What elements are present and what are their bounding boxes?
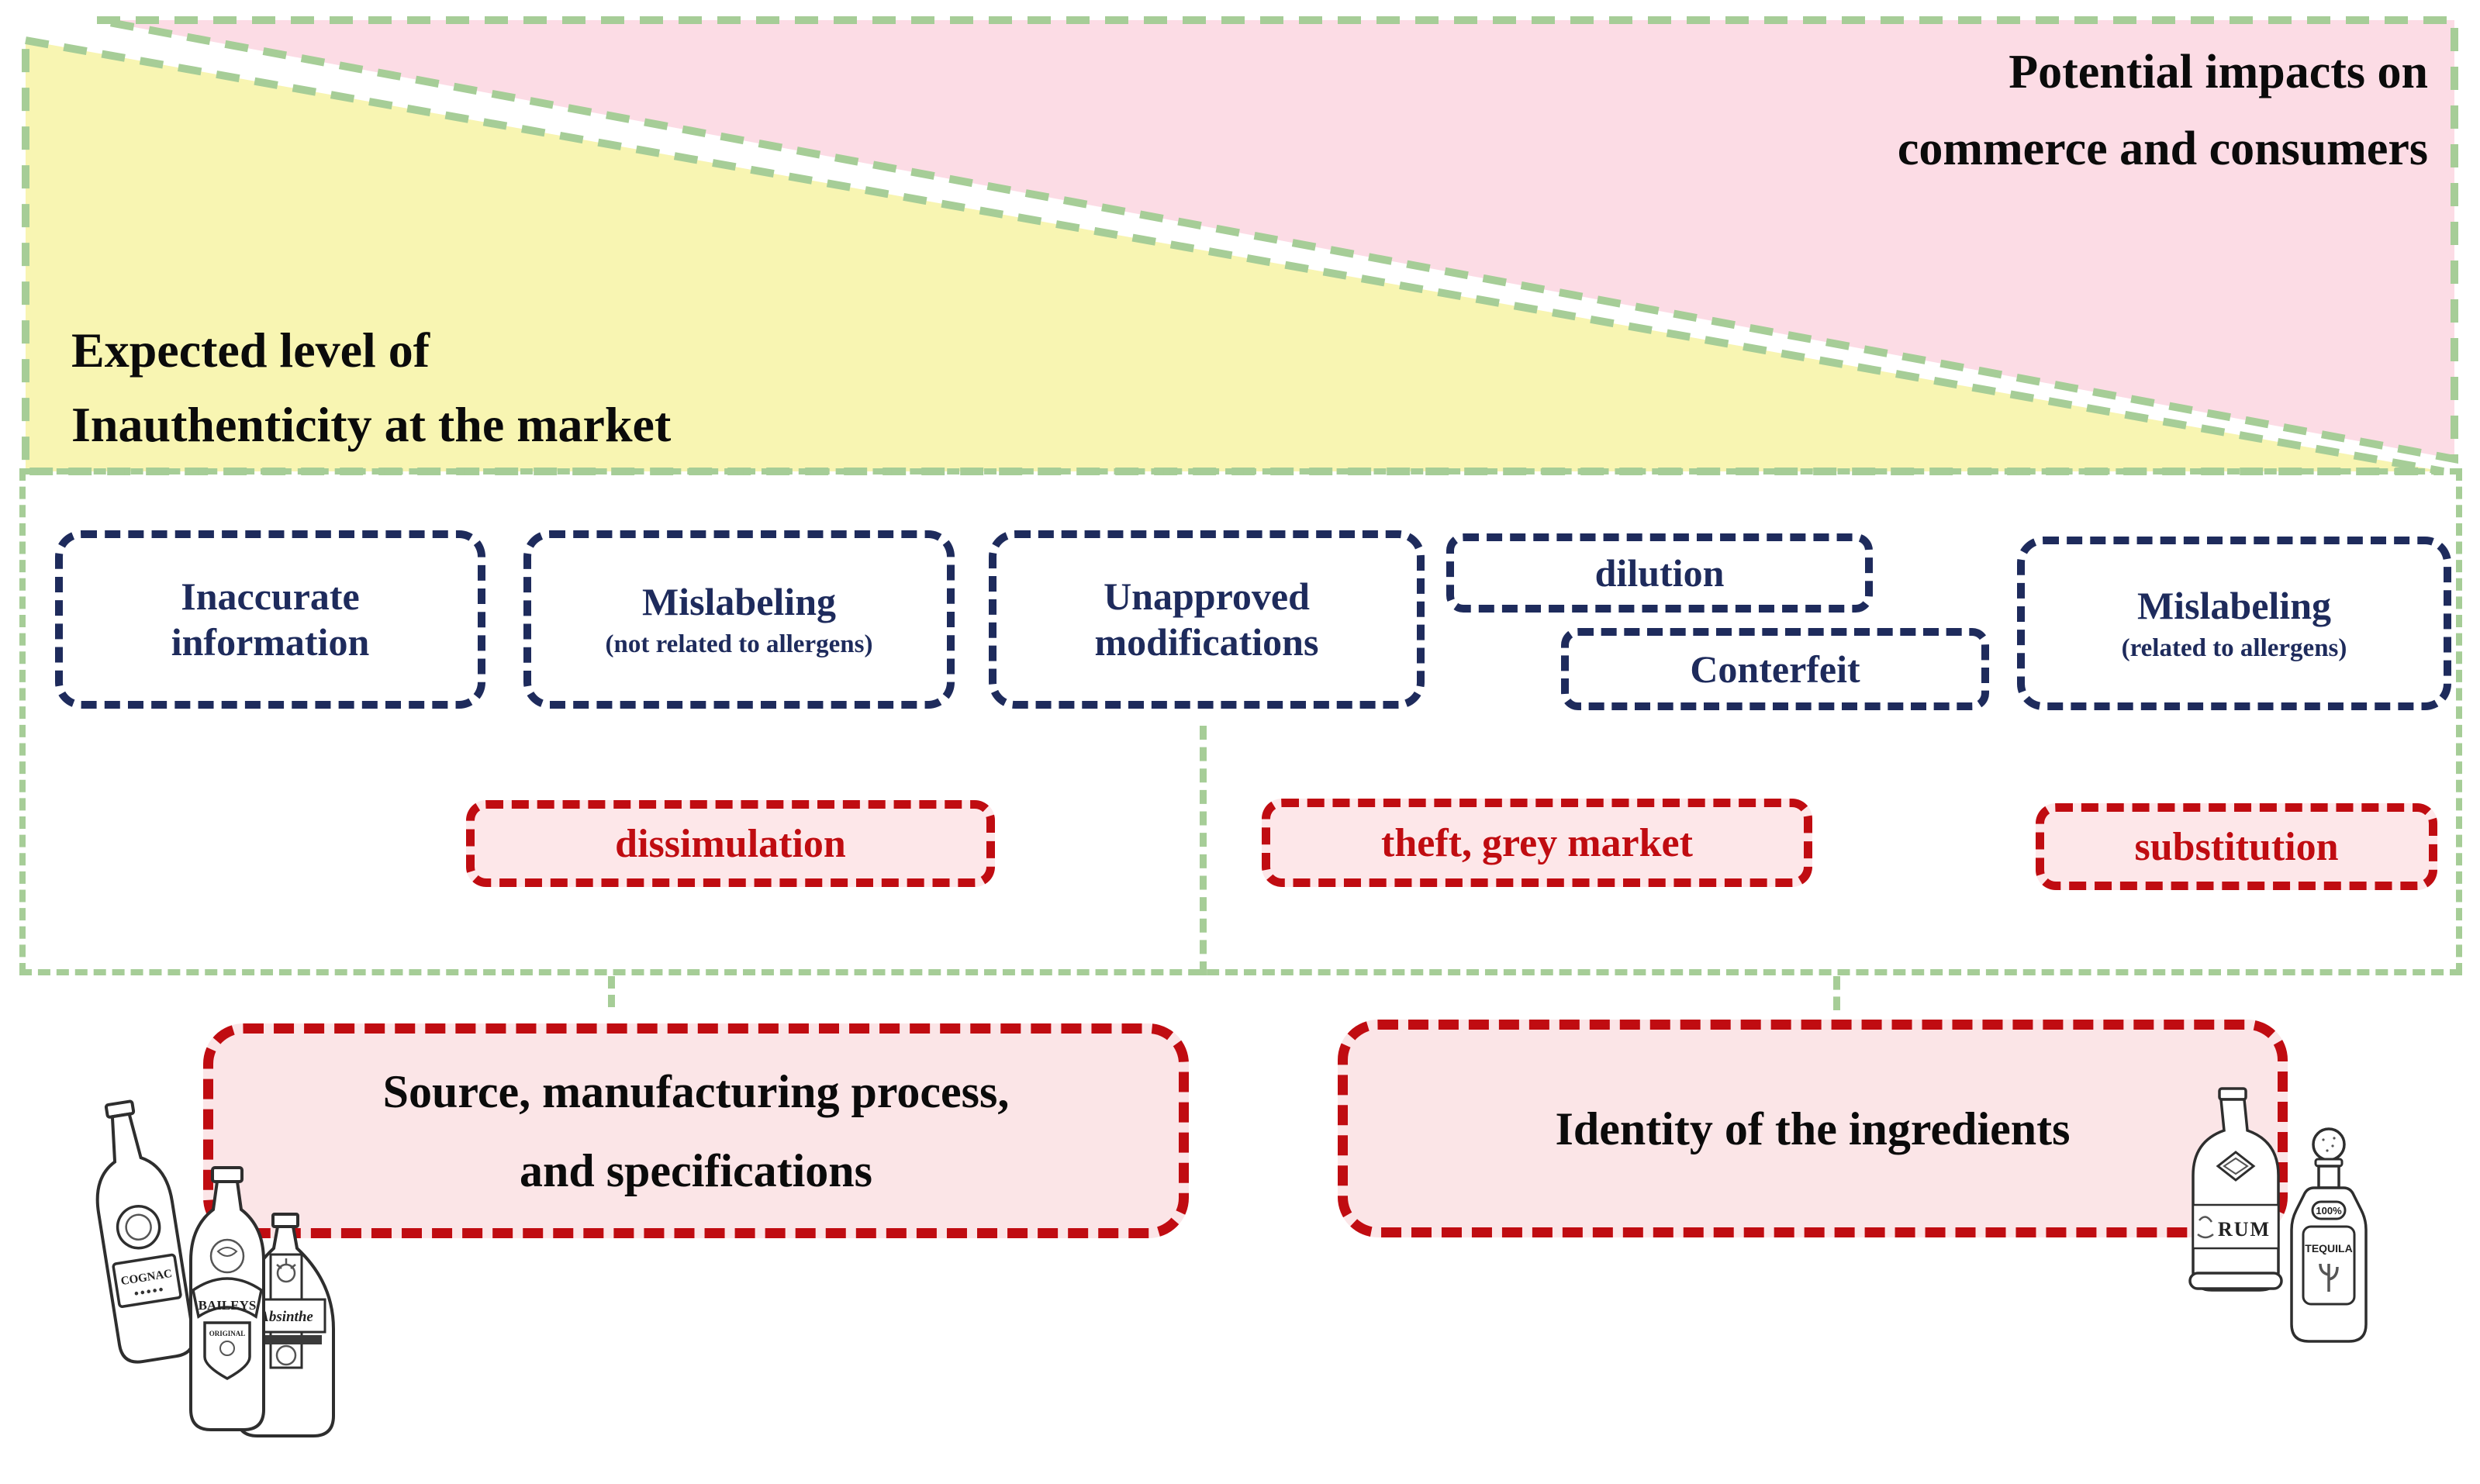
tequila-stopper-dot	[2326, 1149, 2329, 1152]
baileys-sublabel-text: ORIGINAL	[209, 1330, 246, 1337]
right-bottles-illustration: RUM 100% TEQUILA	[2188, 1087, 2368, 1343]
rum-emblem-inner	[2223, 1157, 2249, 1175]
baileys-banner	[192, 1277, 263, 1319]
tequila-badge-text: 100%	[2316, 1205, 2342, 1217]
box-label: dilution	[1594, 550, 1725, 595]
cognac-star-dot	[140, 1290, 145, 1295]
box-unapproved-modifications: Unapproved modifications	[989, 530, 1425, 709]
fraud-types-panel: Inaccurate information Mislabeling (not …	[19, 468, 2462, 975]
rum-label-scribble	[2197, 1216, 2214, 1239]
cognac-bottle-illustration: COGNAC	[95, 1099, 195, 1364]
box-source-manufacturing-specifications: Source, manufacturing process, and speci…	[203, 1023, 1189, 1238]
baileys-label-text: BAILEYS	[199, 1298, 257, 1313]
panel-vertical-divider	[1200, 726, 1207, 975]
box-label: Inaccurate information	[171, 575, 370, 664]
impacts-line-2: commerce and consumers	[1897, 123, 2428, 176]
absinthe-label-band	[250, 1335, 322, 1344]
box-conterfeit: Conterfeit	[1561, 628, 1989, 710]
box-mislabeling-allergens: Mislabeling (related to allergens)	[2017, 537, 2451, 710]
box-mislabeling-not-allergens: Mislabeling (not related to allergens)	[523, 530, 955, 709]
rum-label-plate	[2192, 1203, 2280, 1250]
absinthe-cap	[271, 1213, 299, 1228]
absinthe-label-medal	[275, 1344, 297, 1366]
cognac-seal	[116, 1204, 161, 1250]
tequila-stopper	[2312, 1127, 2346, 1161]
tequila-badge	[2311, 1200, 2347, 1220]
cognac-label-plate	[112, 1253, 182, 1308]
box-dilution: dilution	[1446, 533, 1873, 613]
rum-bottle-illustration: RUM	[2188, 1087, 2283, 1292]
connector-tick-left	[608, 976, 615, 1007]
absinthe-label-text: Absinthe	[258, 1309, 313, 1325]
cognac-star-dot	[159, 1287, 163, 1292]
potential-impacts-triangle	[96, 16, 2458, 464]
rum-label-text: RUM	[2218, 1218, 2271, 1241]
cognac-star-dot	[134, 1291, 139, 1296]
potential-impacts-label: Potential impacts on commerce and consum…	[1898, 34, 2428, 188]
baileys-cap	[211, 1166, 244, 1183]
cognac-star-dot	[147, 1289, 151, 1294]
box-label: substitution	[2134, 824, 2339, 869]
box-theft-grey-market: theft, grey market	[1262, 799, 1812, 887]
box-label: dissimulation	[615, 821, 846, 866]
impacts-line-1: Potential impacts on	[2009, 46, 2428, 98]
box-sublabel: (not related to allergens)	[605, 630, 873, 658]
box-label: Mislabeling	[641, 579, 837, 623]
box-substitution: substitution	[2036, 803, 2437, 890]
source-line-1: Source, manufacturing process,	[382, 1065, 1010, 1117]
expected-level-label: Expected level of Inauthenticity at the …	[71, 313, 671, 462]
absinthe-emblem-leaves	[276, 1258, 296, 1269]
baileys-shield	[203, 1321, 251, 1380]
cognac-seal-inner	[125, 1213, 152, 1241]
baileys-shield-flower	[219, 1341, 235, 1356]
box-dissimulation: dissimulation	[466, 800, 995, 887]
tequila-stopper-dot	[2333, 1137, 2336, 1140]
box-identity-of-ingredients: Identity of the ingredients	[1338, 1020, 2288, 1237]
tequila-stopper-dot	[2322, 1138, 2325, 1141]
level-impact-gradient	[22, 16, 2458, 475]
tequila-label-text: TEQUILA	[2305, 1242, 2352, 1254]
tequila-neck	[2317, 1165, 2340, 1189]
box-inaccurate-information: Inaccurate information	[55, 530, 485, 709]
rum-base	[2188, 1272, 2283, 1290]
baileys-bottle-illustration: BAILEYS ORIGINAL	[189, 1166, 265, 1431]
expected-line-2: Inauthenticity at the market	[71, 397, 672, 452]
box-label: Unapproved modifications	[1094, 575, 1319, 664]
rum-cap	[2218, 1087, 2247, 1101]
rum-emblem	[2216, 1151, 2256, 1182]
cognac-star-dot	[153, 1289, 157, 1292]
identity-line: Identity of the ingredients	[1555, 1103, 2071, 1154]
box-label: Mislabeling	[2136, 583, 2332, 627]
tequila-cactus	[2319, 1263, 2339, 1292]
box-sublabel: (related to allergens)	[2121, 633, 2347, 662]
box-label: theft, grey market	[1381, 820, 1693, 865]
connector-tick-right	[1833, 976, 1840, 1010]
baileys-emblem-swirl	[216, 1247, 238, 1257]
baileys-emblem	[209, 1238, 245, 1274]
rum-body	[2192, 1098, 2280, 1292]
box-label: Conterfeit	[1690, 647, 1860, 691]
expected-line-1: Expected level of	[71, 323, 430, 378]
tequila-stopper-dot	[2331, 1144, 2334, 1148]
source-line-2: and specifications	[519, 1144, 873, 1196]
tequila-bottle-illustration: 100% TEQUILA	[2290, 1127, 2368, 1343]
left-bottles-illustration: COGNAC Absinthe BAILEYS ORI	[95, 1099, 335, 1437]
